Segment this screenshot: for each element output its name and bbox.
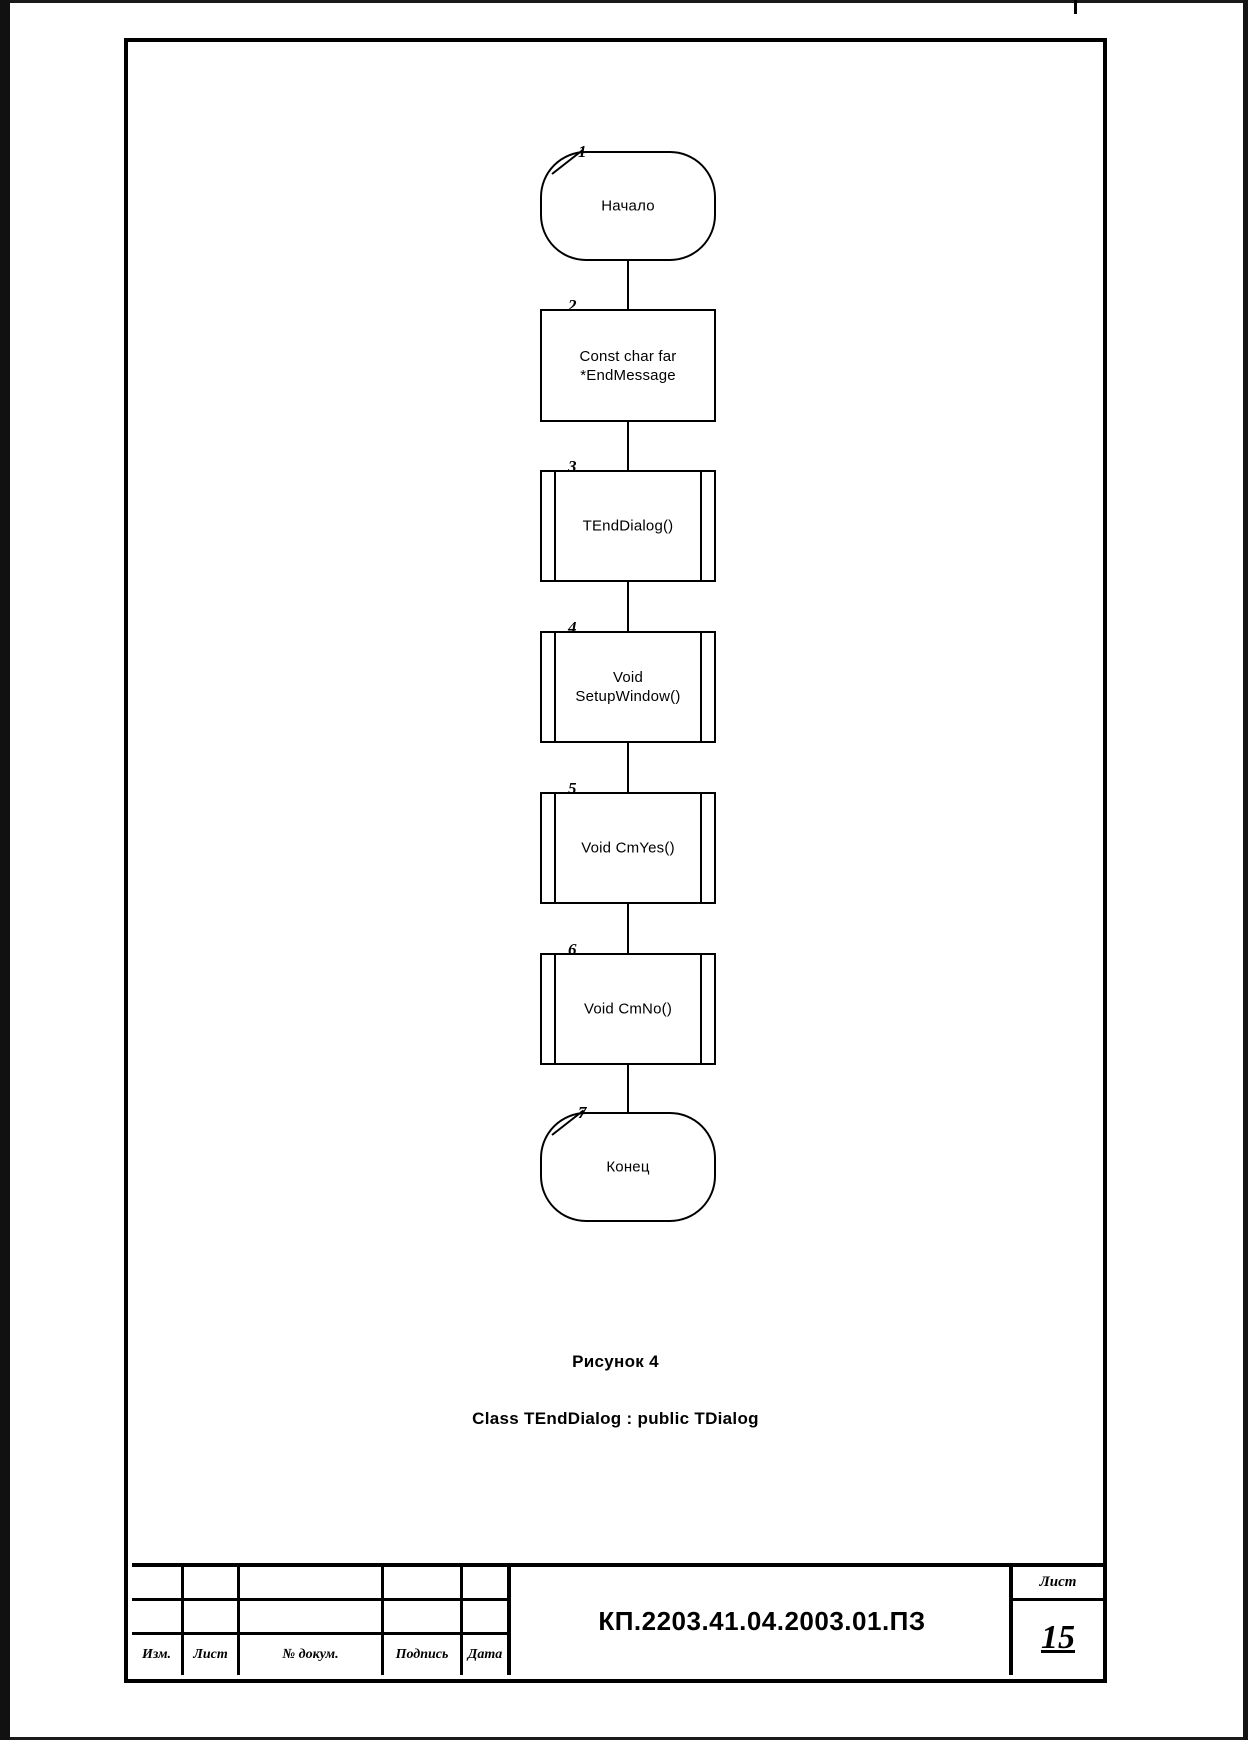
flow-node-1-start[interactable]: Начало (540, 151, 716, 261)
flow-node-4-left-bar (554, 631, 556, 743)
flow-node-3-left-bar (554, 470, 556, 582)
column-header-podpis: Подпись (384, 1635, 463, 1675)
sheet-label: Лист (1013, 1567, 1103, 1601)
flow-node-4-predefined[interactable]: Void SetupWindow() (540, 631, 716, 743)
flow-node-6-right-bar (700, 953, 702, 1065)
flow-node-5-label: Void CmYes() (581, 839, 675, 857)
column-header-izm: Изм. (132, 1635, 184, 1675)
flow-node-7-number: 7 (578, 1103, 587, 1122)
cell-list-empty-1[interactable] (184, 1567, 240, 1598)
connector-4-5 (627, 743, 629, 792)
flow-node-4-line1: Void (613, 669, 643, 686)
flow-node-5-right-bar (700, 792, 702, 904)
connector-3-4 (627, 582, 629, 631)
flow-node-3-predefined[interactable]: TEndDialog() (540, 470, 716, 582)
figure-caption: Рисунок 4 (572, 1352, 659, 1371)
cell-izm-empty-1[interactable] (132, 1567, 184, 1598)
sheet-number: 15 (1041, 1619, 1075, 1656)
flow-node-5-number: 5 (568, 779, 577, 798)
cell-nodokum-empty-1[interactable] (240, 1567, 384, 1598)
leader-line-4 (540, 631, 576, 633)
flow-node-6-predefined[interactable]: Void CmNo() (540, 953, 716, 1065)
flow-node-4-number: 4 (568, 618, 577, 637)
flow-node-5-left-bar (554, 792, 556, 904)
flow-node-2-number: 2 (568, 296, 577, 315)
title-block-row-empty-1 (132, 1567, 507, 1601)
leader-line-5 (540, 792, 576, 794)
sheet-number-block: Лист 15 (1009, 1567, 1103, 1675)
scan-edge-bottom (0, 1737, 1248, 1740)
cell-podpis-empty-2[interactable] (384, 1601, 463, 1632)
cell-izm-empty-2[interactable] (132, 1601, 184, 1632)
column-header-no-dokum: № докум. (240, 1635, 384, 1675)
flow-node-2-line2: *EndMessage (580, 366, 676, 384)
title-block-header-row: Изм. Лист № докум. Подпись Дата (132, 1635, 507, 1675)
flow-node-2-process[interactable]: Const char far *EndMessage (540, 309, 716, 422)
flow-node-4-label: Void SetupWindow() (542, 668, 714, 706)
page-fold-tick (1074, 0, 1077, 14)
flow-node-3-label: TEndDialog() (582, 517, 674, 535)
connector-1-2 (627, 261, 629, 309)
column-header-data: Дата (467, 1647, 503, 1662)
connector-5-6 (627, 904, 629, 953)
flow-node-2-label: Const char far *EndMessage (542, 347, 714, 385)
flow-node-3-number: 3 (568, 457, 577, 476)
flow-node-4-right-bar (700, 631, 702, 743)
flow-node-1-number: 1 (578, 142, 587, 161)
leader-line-3 (540, 470, 576, 472)
flow-node-7-label: Конец (606, 1158, 650, 1176)
flow-node-7-end[interactable]: Конец (540, 1112, 716, 1222)
flow-node-1-label: Начало (601, 197, 655, 215)
title-block: Изм. Лист № докум. Подпись Дата КП.2203.… (132, 1563, 1107, 1675)
scan-edge-right (1243, 0, 1248, 1740)
leader-line-2 (540, 309, 576, 311)
title-block-row-empty-2 (132, 1601, 507, 1635)
document-code-cell: КП.2203.41.04.2003.01.ПЗ (515, 1567, 1009, 1675)
flow-node-3-right-bar (700, 470, 702, 582)
cell-data-empty-2[interactable] (463, 1601, 507, 1632)
flow-node-6-number: 6 (568, 940, 577, 959)
flow-node-4-line2: SetupWindow() (575, 688, 681, 705)
flow-node-2-line1: Const char far (579, 347, 677, 365)
cell-nodokum-empty-2[interactable] (240, 1601, 384, 1632)
connector-2-3 (627, 422, 629, 470)
column-header-list: Лист (184, 1635, 240, 1675)
flow-node-5-predefined[interactable]: Void CmYes() (540, 792, 716, 904)
scan-edge-top (0, 0, 1248, 3)
leader-line-6 (540, 953, 576, 955)
flowchart: Начало 1 Const char far *EndMessage 2 (128, 42, 1111, 1687)
scan-edge-left (0, 0, 10, 1740)
connector-6-7 (627, 1065, 629, 1112)
flow-node-6-label: Void CmNo() (583, 1000, 673, 1018)
drawing-frame: Начало 1 Const char far *EndMessage 2 (124, 38, 1107, 1683)
figure-subtitle: Class TEndDialog : public TDialog (472, 1409, 759, 1428)
title-block-revision-table: Изм. Лист № докум. Подпись Дата (132, 1567, 511, 1675)
cell-podpis-empty-1[interactable] (384, 1567, 463, 1598)
cell-data-empty-1[interactable] (463, 1567, 507, 1598)
document-code-text: КП.2203.41.04.2003.01.ПЗ (598, 1605, 926, 1636)
flow-node-6-left-bar (554, 953, 556, 1065)
cell-list-empty-2[interactable] (184, 1601, 240, 1632)
